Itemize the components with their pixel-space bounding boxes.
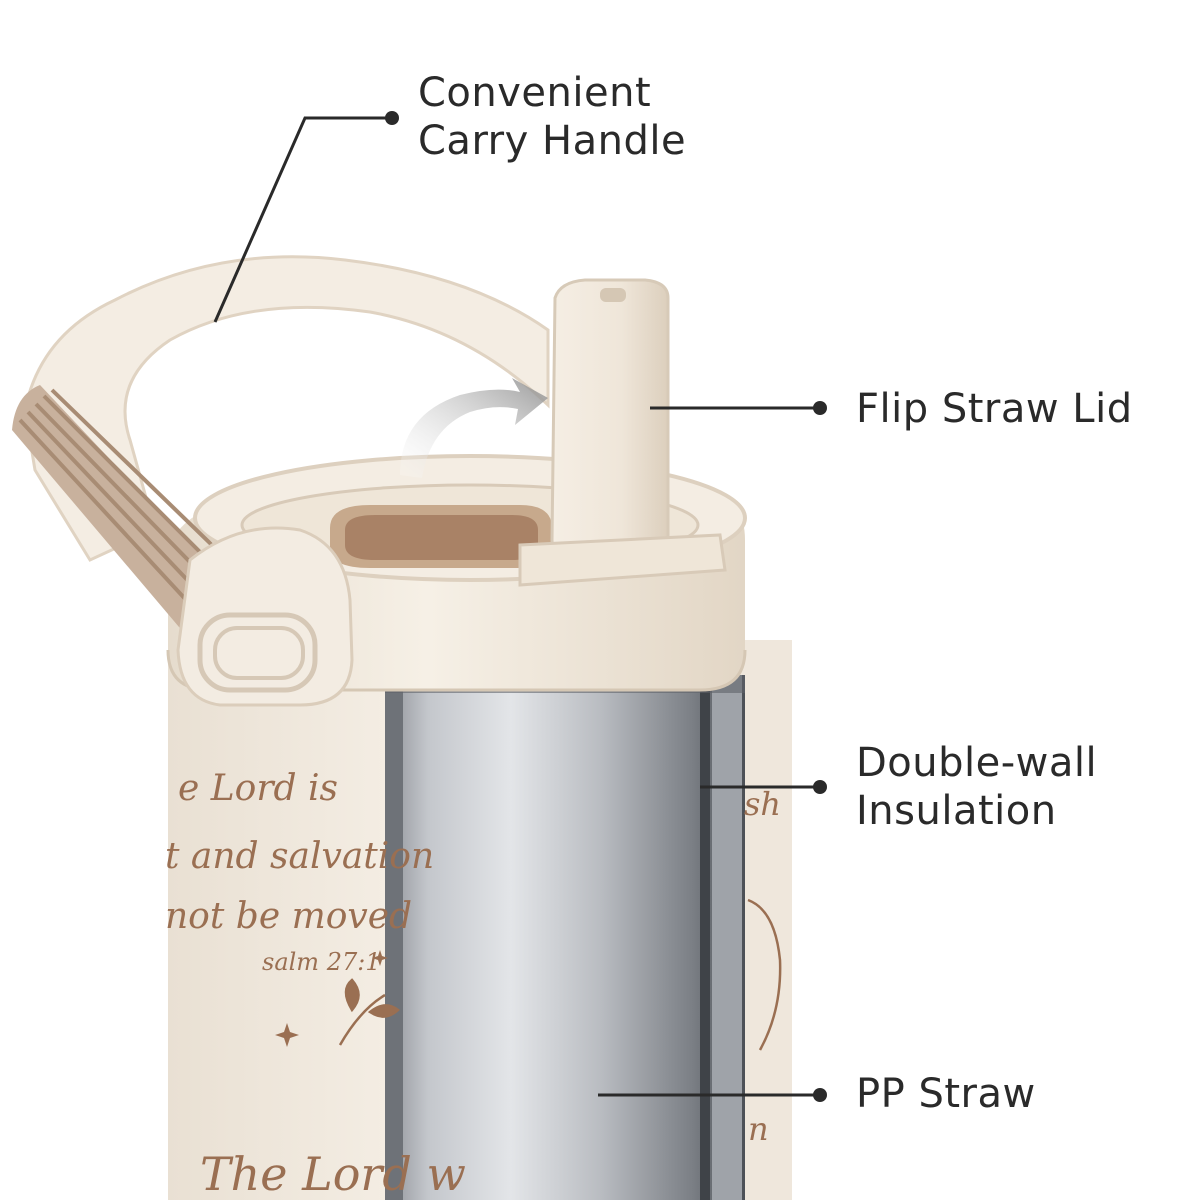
carry-handle-leader	[213, 116, 392, 323]
verse-line-2: t and salvation	[165, 836, 434, 877]
carry-handle-label: Convenient Carry Handle	[418, 69, 686, 165]
carry-handle	[12, 255, 550, 707]
flip-straw-spout	[518, 278, 727, 587]
leaf-branch-icon	[338, 978, 400, 1046]
steel-window	[385, 675, 745, 1200]
carry-handle-dot	[385, 111, 399, 125]
double-wall-dot	[813, 780, 827, 794]
verse-bottom-line: The Lord w	[200, 1147, 466, 1200]
curved-arrow-icon	[400, 378, 548, 478]
pp-straw-text: PP Straw	[856, 1071, 1036, 1117]
callout-lines	[213, 116, 818, 1097]
right-print-fragment-2: n	[748, 1110, 769, 1148]
verse-line-1: e Lord is	[178, 768, 338, 809]
right-print-fragment-1: sh	[744, 785, 781, 823]
sparkle-icon	[275, 1023, 299, 1047]
printed-verse: e Lord is t and salvation not be moved s…	[165, 768, 781, 1200]
callout-dots	[385, 111, 827, 1102]
double-wall-line-2: Insulation	[856, 788, 1057, 834]
verse-line-3: not be moved	[165, 896, 412, 937]
flip-straw-lid-text: Flip Straw Lid	[856, 386, 1133, 432]
sparkle-icon	[372, 950, 388, 966]
pp-straw-dot	[813, 1088, 827, 1102]
hand-outline-print	[747, 898, 782, 1051]
carry-handle-line-1: Convenient	[418, 70, 652, 116]
double-wall-label: Double-wall Insulation	[856, 739, 1097, 835]
flip-straw-dot	[813, 401, 827, 415]
carry-handle-line-2: Carry Handle	[418, 118, 687, 164]
flip-straw-lid-label: Flip Straw Lid	[856, 385, 1133, 433]
double-wall-line-1: Double-wall	[856, 740, 1098, 786]
verse-reference: salm 27:1	[262, 948, 381, 976]
pp-straw-label: PP Straw	[856, 1070, 1036, 1118]
